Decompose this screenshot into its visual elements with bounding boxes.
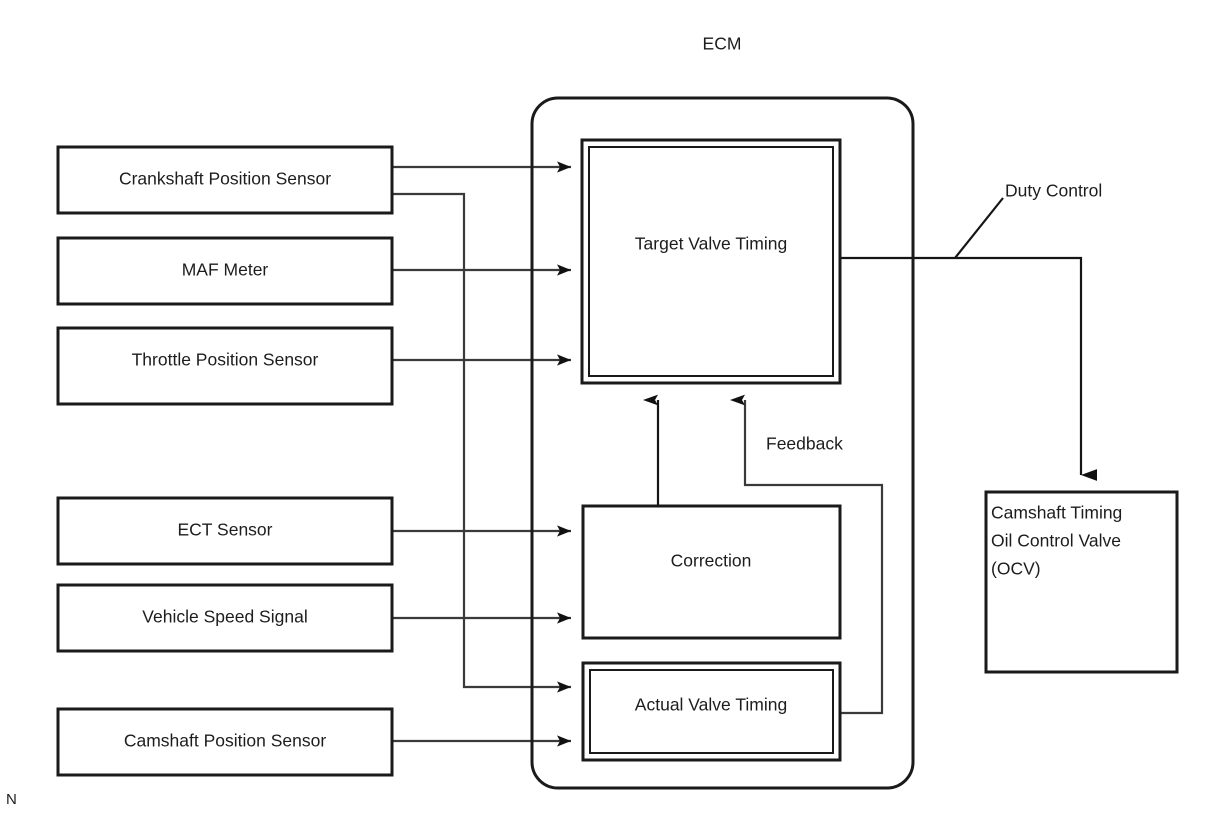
block-vehicle-speed-signal[interactable] (56, 583, 394, 653)
label-ocv-line1: Camshaft Timing (991, 503, 1122, 523)
block-maf-meter[interactable] (56, 236, 394, 306)
label-camshaft-position-sensor: Camshaft Position Sensor (124, 731, 326, 751)
label-crankshaft-position-sensor: Crankshaft Position Sensor (119, 169, 331, 189)
label-actual-valve-timing: Actual Valve Timing (635, 695, 787, 715)
block-target-valve-timing[interactable] (588, 146, 834, 377)
corner-marker: N (6, 791, 17, 808)
block-target-valve-timing-outer (580, 138, 842, 385)
label-ect-sensor: ECT Sensor (178, 520, 273, 540)
wire-target-to-ocv (840, 256, 1097, 481)
label-correction: Correction (671, 551, 752, 571)
block-throttle-position-sensor[interactable] (56, 326, 394, 406)
block-crankshaft-position-sensor[interactable] (56, 145, 394, 215)
label-maf-meter: MAF Meter (182, 260, 269, 280)
wire-crankshaft-to-actual (392, 192, 571, 693)
block-camshaft-position-sensor[interactable] (56, 707, 394, 777)
block-actual-valve-timing[interactable] (589, 669, 834, 754)
block-camshaft-timing-oil-control-valve[interactable] (984, 490, 1179, 674)
label-feedback: Feedback (766, 434, 843, 454)
label-throttle-position-sensor: Throttle Position Sensor (132, 350, 319, 370)
label-vehicle-speed-signal: Vehicle Speed Signal (142, 607, 307, 627)
ecm-container (530, 96, 915, 790)
ecm-title: ECM (703, 34, 742, 54)
wire-feedback-actual-to-target (730, 394, 884, 715)
block-actual-valve-timing-outer (581, 661, 842, 762)
block-ect-sensor[interactable] (56, 496, 394, 566)
block-correction[interactable] (581, 504, 842, 640)
label-target-valve-timing: Target Valve Timing (635, 234, 787, 254)
label-ocv-line2: Oil Control Valve (991, 531, 1121, 551)
label-ocv-line3: (OCV) (991, 559, 1041, 579)
leader-duty-control (954, 197, 1004, 259)
label-duty-control: Duty Control (1005, 181, 1102, 201)
